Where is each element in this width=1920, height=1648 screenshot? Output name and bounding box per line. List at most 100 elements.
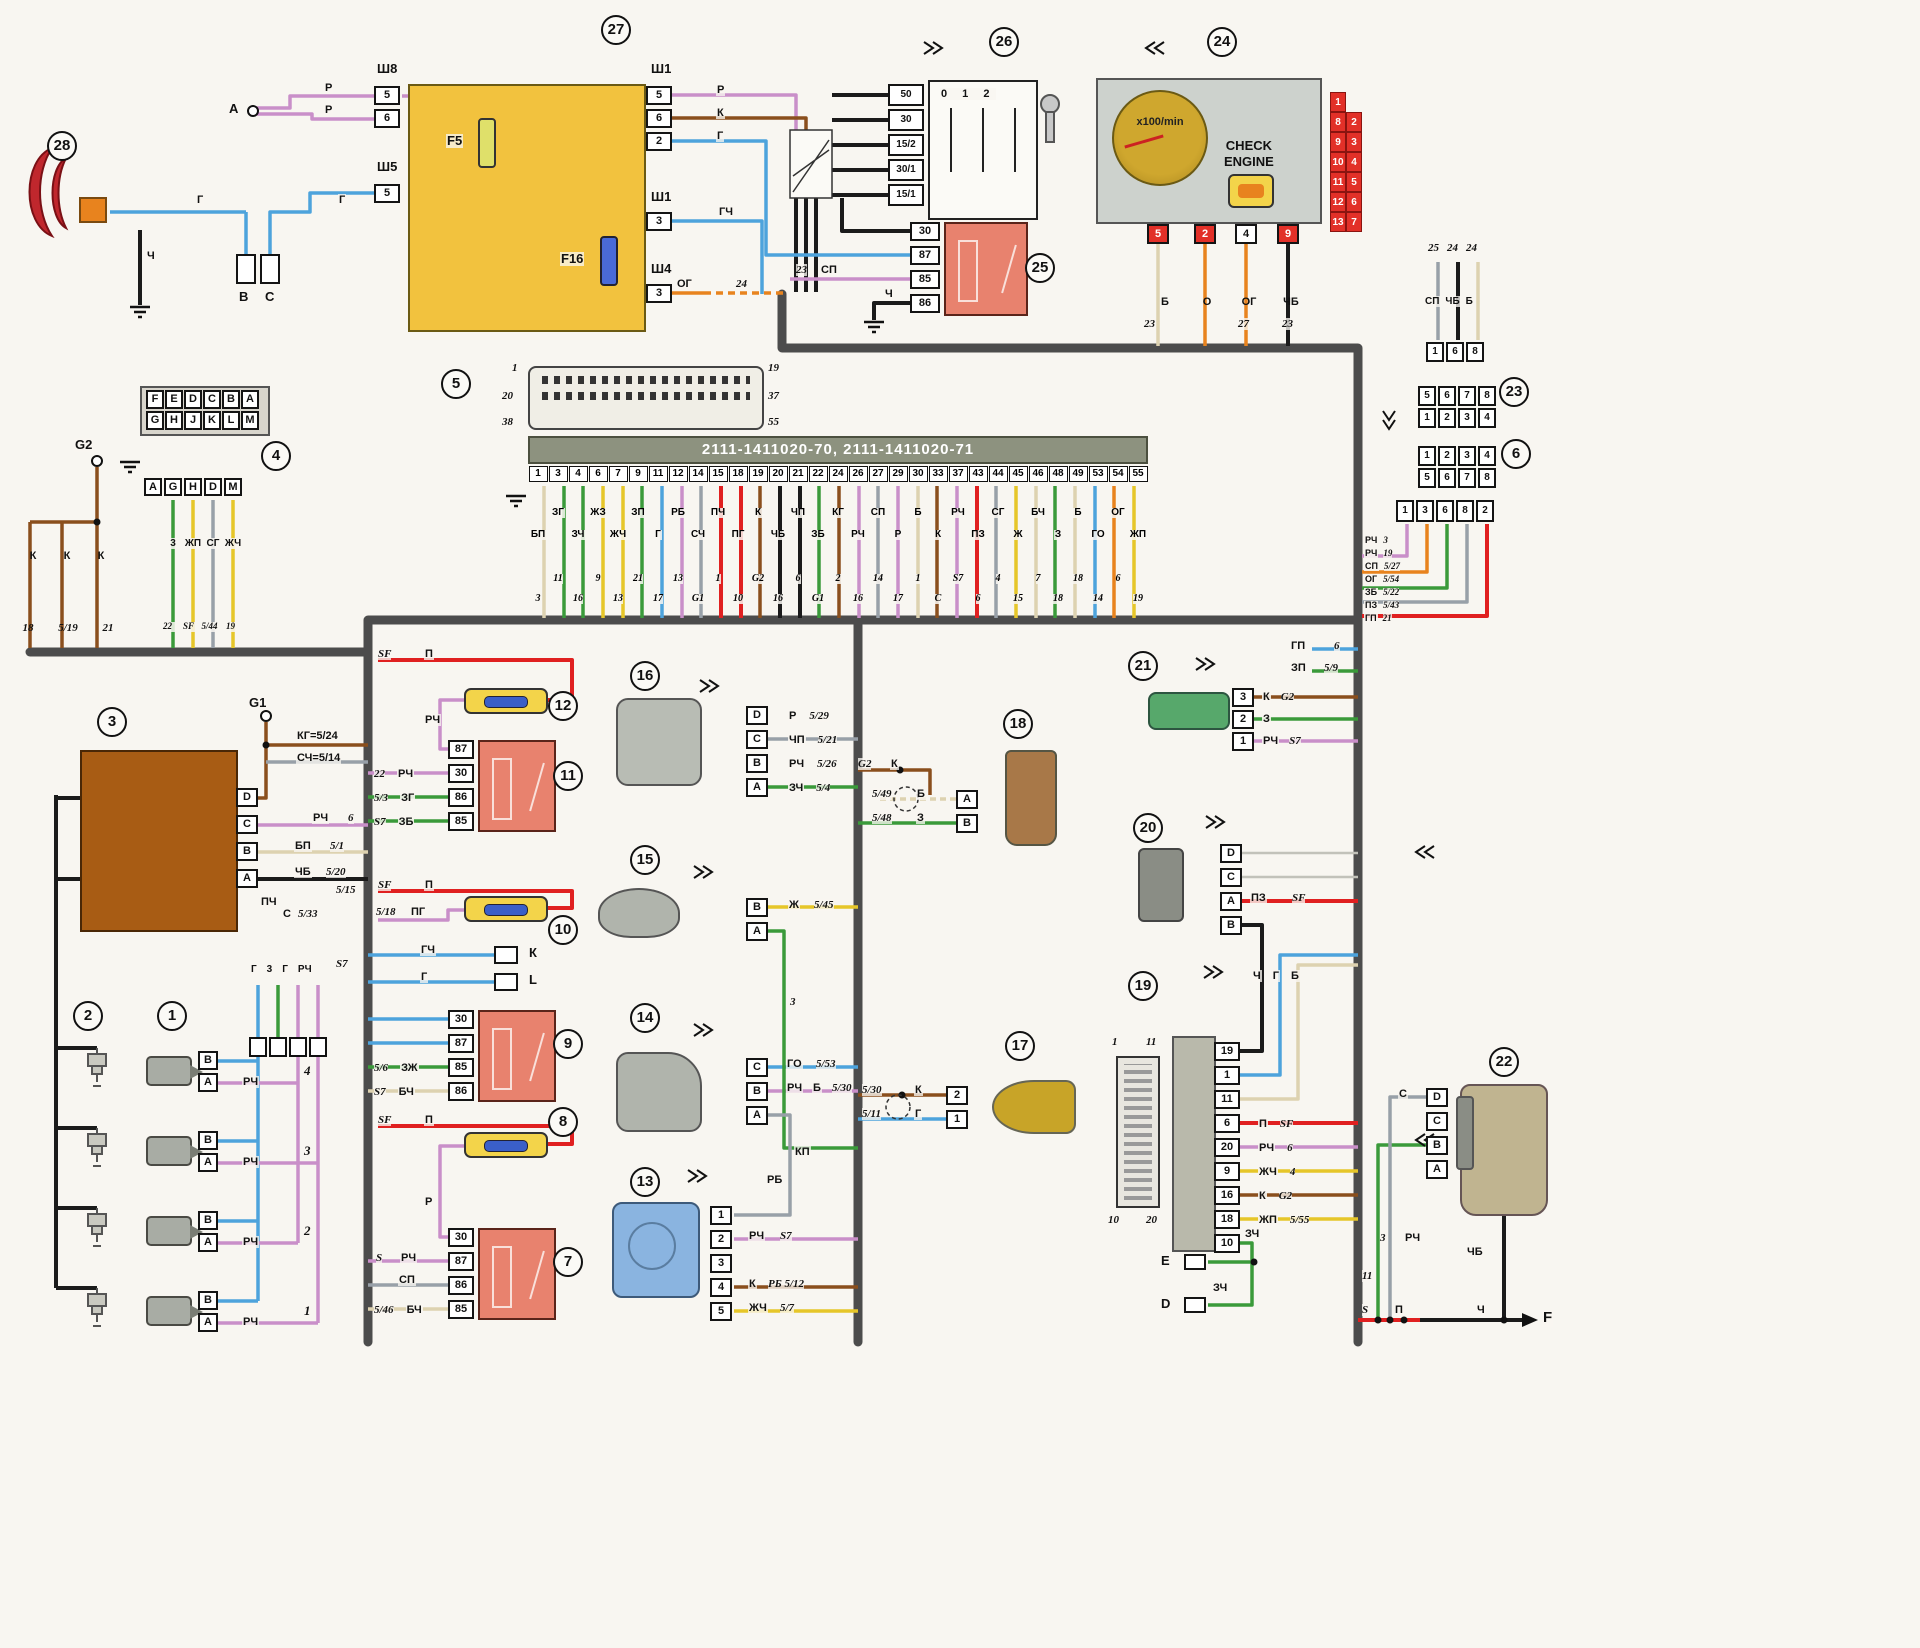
sensor-pin: 2 xyxy=(1232,710,1254,729)
ecu-wire-dest: 18 xyxy=(1053,593,1063,604)
wire-dest: 5/26 xyxy=(817,757,837,771)
wire-dest: 5/15 xyxy=(336,884,356,897)
connector-pin: 2 xyxy=(1476,500,1494,522)
ecu-pin-number: 53 xyxy=(1088,466,1108,482)
module-pin: C xyxy=(236,815,258,834)
callout-17: 17 xyxy=(1005,1031,1035,1061)
sensor-pin: 1 xyxy=(710,1206,732,1225)
wire-dest: 24 xyxy=(1466,242,1477,255)
callout-5: 5 xyxy=(441,369,471,399)
instrument-cluster: x100/min CHECK ENGINE xyxy=(1096,78,1322,224)
sensor-pin: A xyxy=(746,778,768,797)
relay-pin: 85 xyxy=(910,270,940,289)
sensor-pin: C xyxy=(1220,868,1242,887)
wire-label: З xyxy=(916,812,925,825)
immo-pin: 18 xyxy=(1214,1210,1240,1229)
injector-pin-a: А xyxy=(198,1313,218,1332)
ecu-pin-number: 29 xyxy=(888,466,908,482)
wire-label: РЧ xyxy=(242,1156,260,1169)
wire-dest: 5/33 xyxy=(298,908,318,921)
immo-pin: 9 xyxy=(1214,1162,1240,1181)
sh1b-pins: 3 xyxy=(646,212,672,231)
ecu-pin-number: 20 xyxy=(768,466,788,482)
ecu-pin-number: 33 xyxy=(928,466,948,482)
ecu-part-numbers: 2111-1411020-70, 2111-1411020-71 xyxy=(528,436,1148,464)
sensor-pin: B xyxy=(1426,1136,1448,1155)
callout-14: 14 xyxy=(630,1003,660,1033)
wire-label: К xyxy=(914,1084,923,1097)
callout-7: 7 xyxy=(553,1247,583,1277)
ecu-wire-dest: 21 xyxy=(633,573,643,584)
connector-pin: 8 xyxy=(1466,342,1484,362)
relay-pin: 86 xyxy=(910,294,940,313)
relay-pin: 87 xyxy=(448,1034,474,1053)
wire-dest: 5/48 xyxy=(872,812,892,825)
wire-label: ГП xyxy=(1290,640,1307,653)
wire-dest: 5/43 xyxy=(1383,599,1400,611)
ecu-pin-number: 19 xyxy=(748,466,768,482)
spark-plugs xyxy=(87,1048,107,1327)
wire-label: 3 xyxy=(265,964,274,975)
wire-label: ЧБ xyxy=(1283,296,1299,308)
tachometer-label: x100/min xyxy=(1136,116,1184,128)
connector-pin: J xyxy=(184,411,202,430)
connector-c xyxy=(260,254,280,284)
cluster-pin: 5 xyxy=(1147,224,1169,244)
switch-pin: 30 xyxy=(888,109,924,131)
ecu-pin-number: 26 xyxy=(848,466,868,482)
ecu-pin-number: 11 xyxy=(648,466,668,482)
wire-label: 3 xyxy=(163,538,183,549)
sensor-pin: 3 xyxy=(710,1254,732,1273)
wire-dest: SF xyxy=(178,621,199,632)
oxygen-sensor xyxy=(598,888,680,938)
connector-cell: 11 xyxy=(1330,172,1346,192)
sensor-pin: B xyxy=(1220,916,1242,935)
ecu-pin-number: 43 xyxy=(968,466,988,482)
diag-pin-label: 19 xyxy=(768,362,779,375)
wire-dest: 24 xyxy=(1447,242,1458,255)
wire-label: БП xyxy=(294,840,312,853)
wire-label: Р xyxy=(324,104,334,117)
immo-pin: 16 xyxy=(1214,1186,1240,1205)
ecu-wire-color: ЗБ xyxy=(810,529,826,540)
connector-cell: 6 xyxy=(1346,192,1362,212)
callout-1: 1 xyxy=(157,1001,187,1031)
sensor-pin: C xyxy=(1426,1112,1448,1131)
check-engine-label-2: ENGINE xyxy=(1224,153,1274,169)
wire-dest: 5/18 xyxy=(376,906,396,919)
callout-16: 16 xyxy=(630,661,660,691)
check-engine-label-1: CHECK xyxy=(1225,138,1273,153)
wire-dest: S7 xyxy=(336,958,348,971)
wire-label: К xyxy=(748,1278,757,1291)
ecu-wire-color: РЧ xyxy=(950,507,966,518)
ecu-pin-number: 55 xyxy=(1128,466,1148,482)
sensor-pin: B xyxy=(746,898,768,917)
sensor-pin: C xyxy=(746,1058,768,1077)
wire-dest: 5/22 xyxy=(1383,586,1400,598)
diag-pin-label: 1 xyxy=(512,362,518,375)
wire-label: К xyxy=(1258,1189,1267,1203)
ecu-wire-color: Б xyxy=(1073,507,1083,518)
ecu-wire-dest: 16 xyxy=(773,593,783,604)
ecu-wire-color: ГО xyxy=(1090,529,1106,540)
ecu-wire-color: КГ xyxy=(831,507,845,518)
callout-12: 12 xyxy=(548,691,578,721)
wire-dest: 23 xyxy=(1282,318,1293,331)
wire-label: Р xyxy=(424,1196,434,1209)
wire-label: С xyxy=(282,908,292,921)
immobilizer-connector-icon xyxy=(1116,1056,1160,1208)
sh4-pins: 3 xyxy=(646,284,672,303)
